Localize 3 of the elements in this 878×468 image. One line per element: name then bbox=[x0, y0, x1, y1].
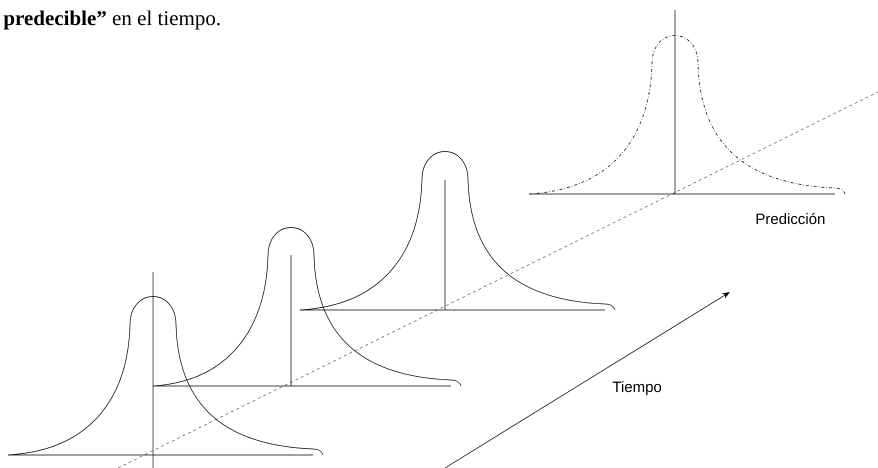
axis-label: Predicción bbox=[756, 212, 824, 224]
heading-text: predecible” en el tiempo. bbox=[4, 10, 220, 30]
axis-label: Tiempo bbox=[612, 381, 662, 396]
